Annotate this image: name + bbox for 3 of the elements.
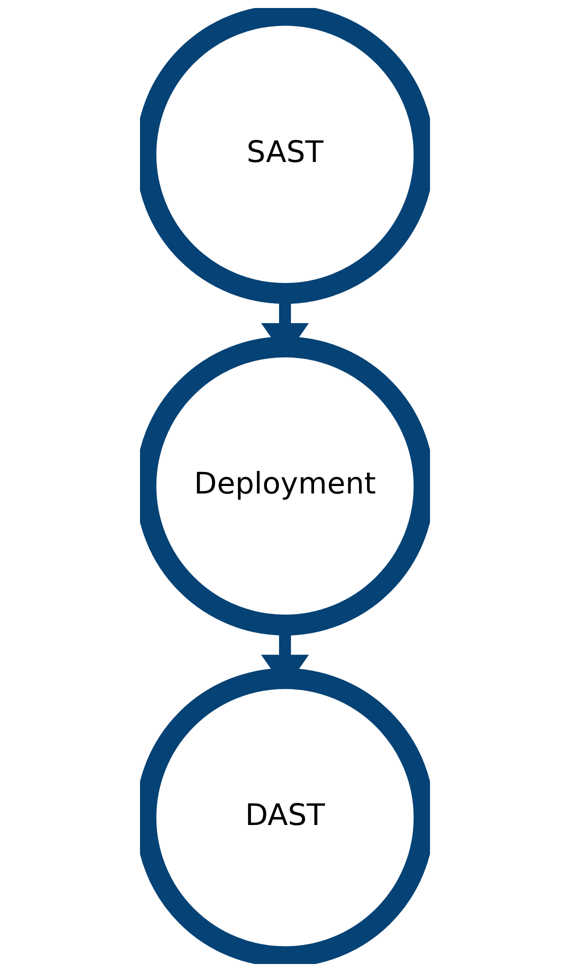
node-circle: Deployment [140,336,430,636]
node-circle: DAST [140,668,430,964]
node-circle: SAST [140,8,430,304]
